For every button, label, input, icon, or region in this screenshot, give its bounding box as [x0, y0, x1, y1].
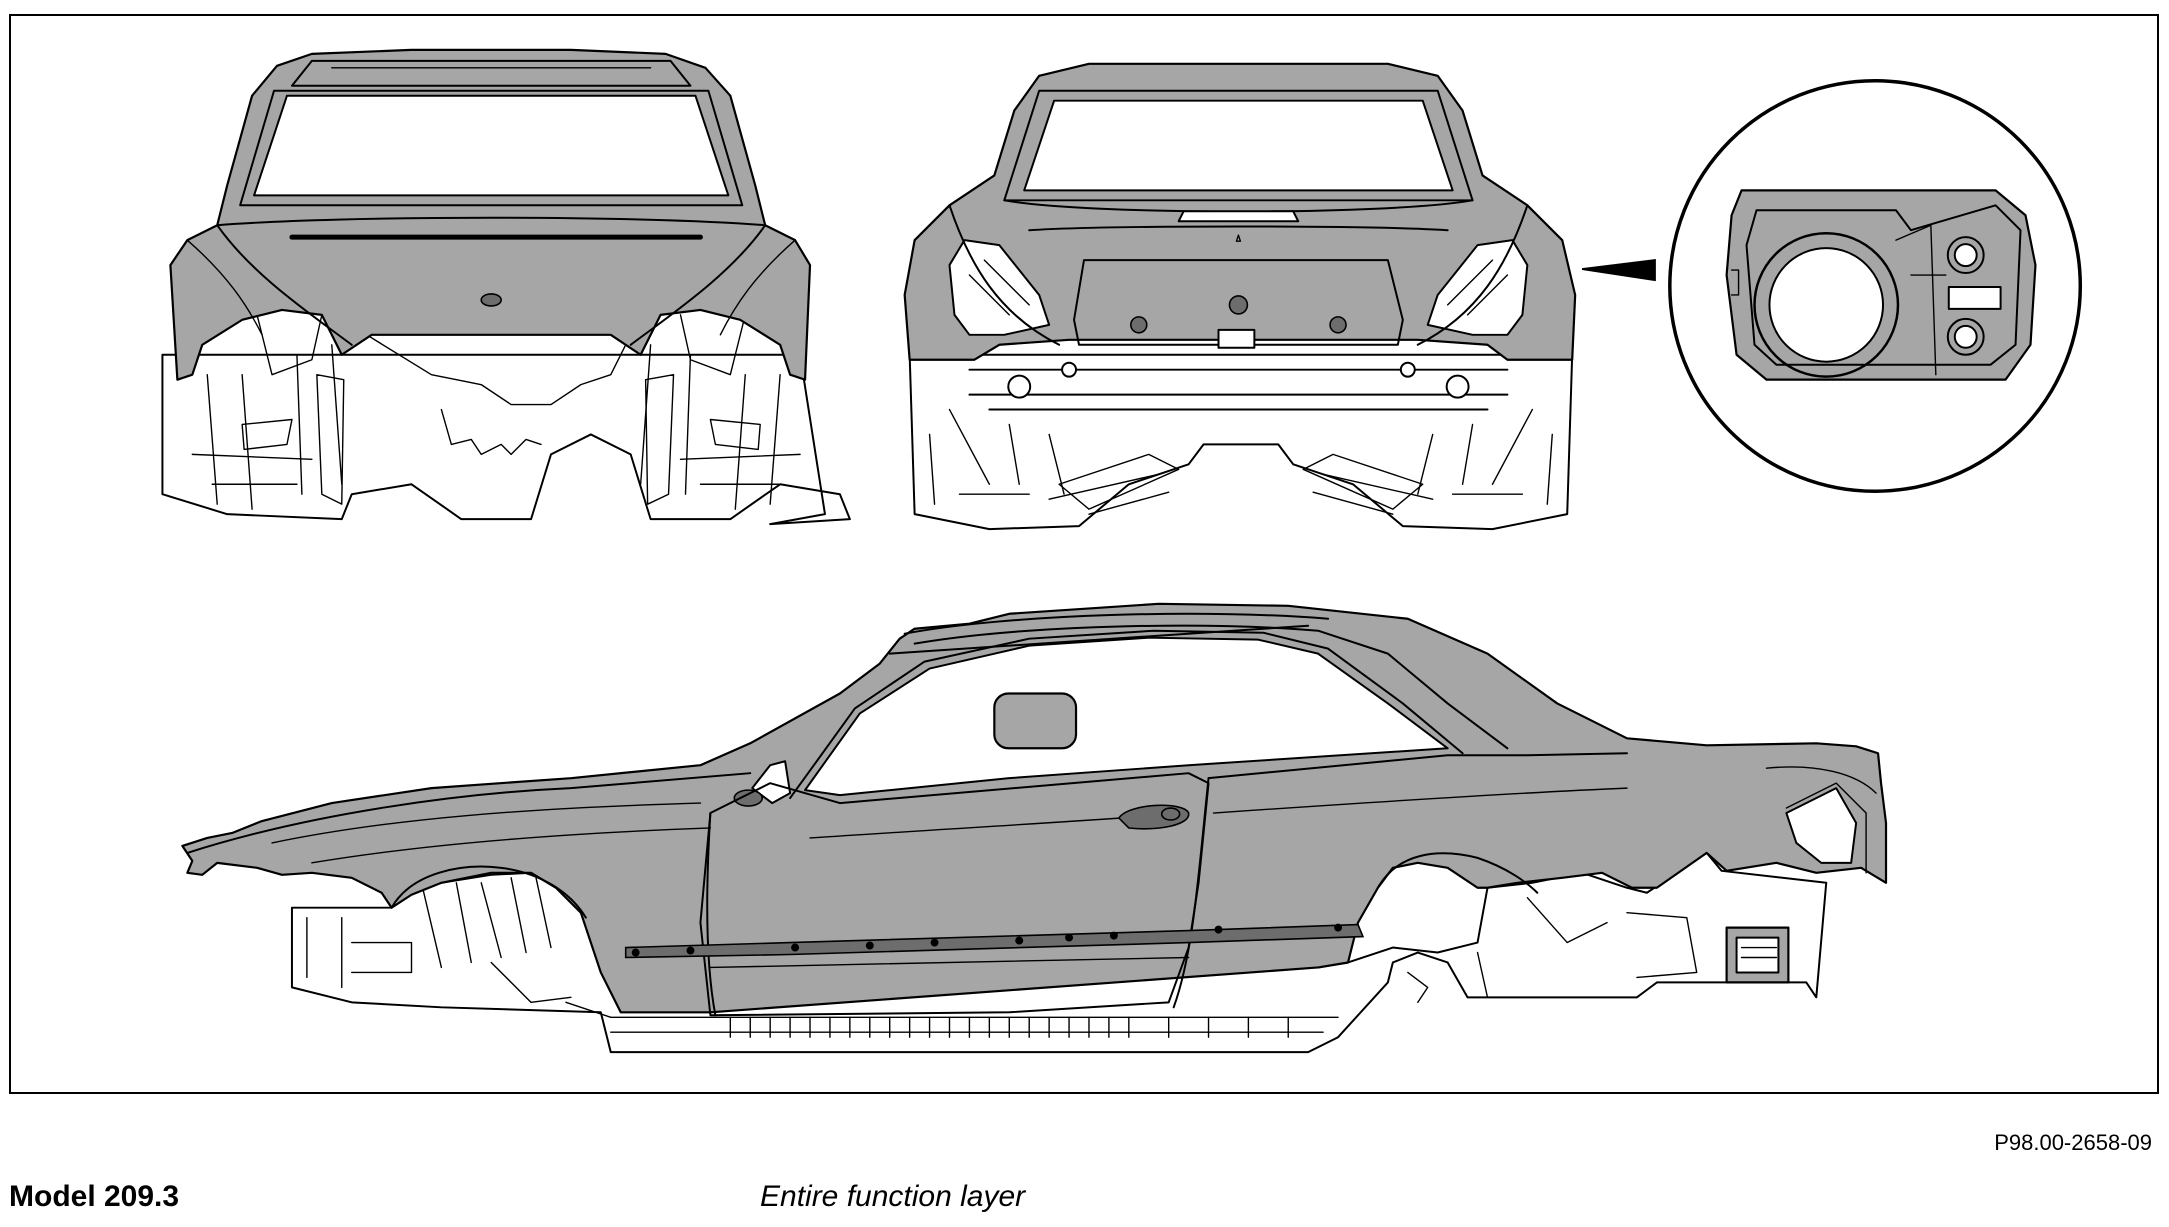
front-windshield	[253, 94, 730, 197]
diagram-frame	[9, 14, 2159, 1094]
detail-pointer-arrow	[1581, 258, 1656, 282]
model-caption: Model 209.3	[9, 1180, 180, 1213]
rear-window	[1023, 99, 1454, 192]
side-view-icon	[181, 602, 1888, 1054]
front-view-icon	[161, 48, 851, 526]
side-molding	[624, 923, 1365, 959]
rear-lower-structure	[908, 353, 1574, 531]
side-window	[804, 636, 1449, 797]
rear-view-icon	[903, 62, 1577, 531]
rocker-panel-slots	[729, 1016, 1289, 1038]
trunk-lid	[1073, 259, 1404, 346]
car-body-diagram	[161, 48, 2083, 1054]
side-body-panel	[181, 602, 1888, 1014]
detail-zoom-icon	[1581, 79, 2083, 493]
front-lower-structure	[161, 353, 851, 526]
glass-reference-pad	[993, 692, 1078, 750]
description-caption: Entire function layer	[760, 1180, 1026, 1213]
filler-neck-opening	[1768, 247, 1885, 363]
figure-reference-code: P98.00-2658-09	[1994, 1130, 2152, 1155]
